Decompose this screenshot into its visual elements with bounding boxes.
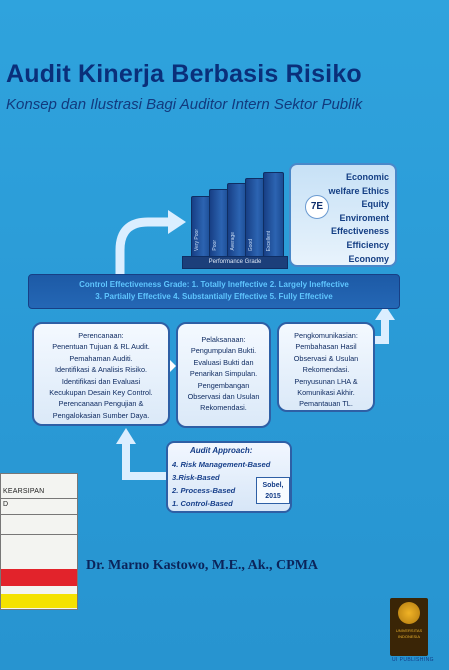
audit-approach-heading: Audit Approach: [190, 446, 253, 455]
card-perencanaan: Perencanaan: Penentuan Tujuan & RL Audit… [32, 322, 170, 426]
library-sticker: KEARSIPAN D [0, 473, 78, 610]
publisher-caption: UI PUBLISHING [392, 657, 434, 663]
seven-e-badge: 7E [305, 195, 329, 219]
approach-item: 1. Control-Based [172, 499, 233, 508]
sticker-divider [1, 498, 77, 499]
sticker-label: KEARSIPAN [3, 488, 45, 495]
control-effectiveness-banner: Control Effectiveness Grade: 1. Totally … [28, 274, 400, 309]
approach-item: 4. Risk Management-Based [172, 460, 271, 469]
sticker-yellow-stripe [1, 594, 77, 608]
approach-item: 2. Process-Based [172, 486, 236, 495]
card-pengkomunikasian: Pengkomunikasian: Pembahasan Hasil Obser… [277, 322, 375, 412]
source-citation: Sobel, 2015 [256, 477, 290, 504]
seven-e-box: 7E Economic welfare Ethics Equity Enviro… [289, 163, 397, 267]
performance-grade-base: Performance Grade [182, 256, 288, 269]
bar-excellent: Excellent [263, 172, 284, 258]
sticker-sub: D [3, 501, 9, 508]
audit-approach-box: Audit Approach: 4. Risk Management-Based… [166, 441, 292, 513]
sticker-divider [1, 514, 77, 515]
seven-e-list: Economic welfare Ethics Equity Enviromen… [328, 172, 389, 264]
sticker-red-stripe [1, 569, 77, 586]
card-pelaksanaan: Pelaksanaan: Pengumpulan Bukti. Evaluasi… [176, 322, 271, 428]
sticker-divider [1, 534, 77, 535]
book-title: Audit Kinerja Berbasis Risiko [6, 60, 362, 88]
publisher-logo: UNIVERSITAS INDONESIA [390, 598, 428, 656]
book-subtitle: Konsep dan Ilustrasi Bagi Auditor Intern… [6, 96, 363, 113]
approach-item: 3.Risk-Based [172, 473, 220, 482]
university-emblem-icon [398, 602, 420, 624]
author-name: Dr. Marno Kastowo, M.E., Ak., CPMA [86, 558, 319, 573]
